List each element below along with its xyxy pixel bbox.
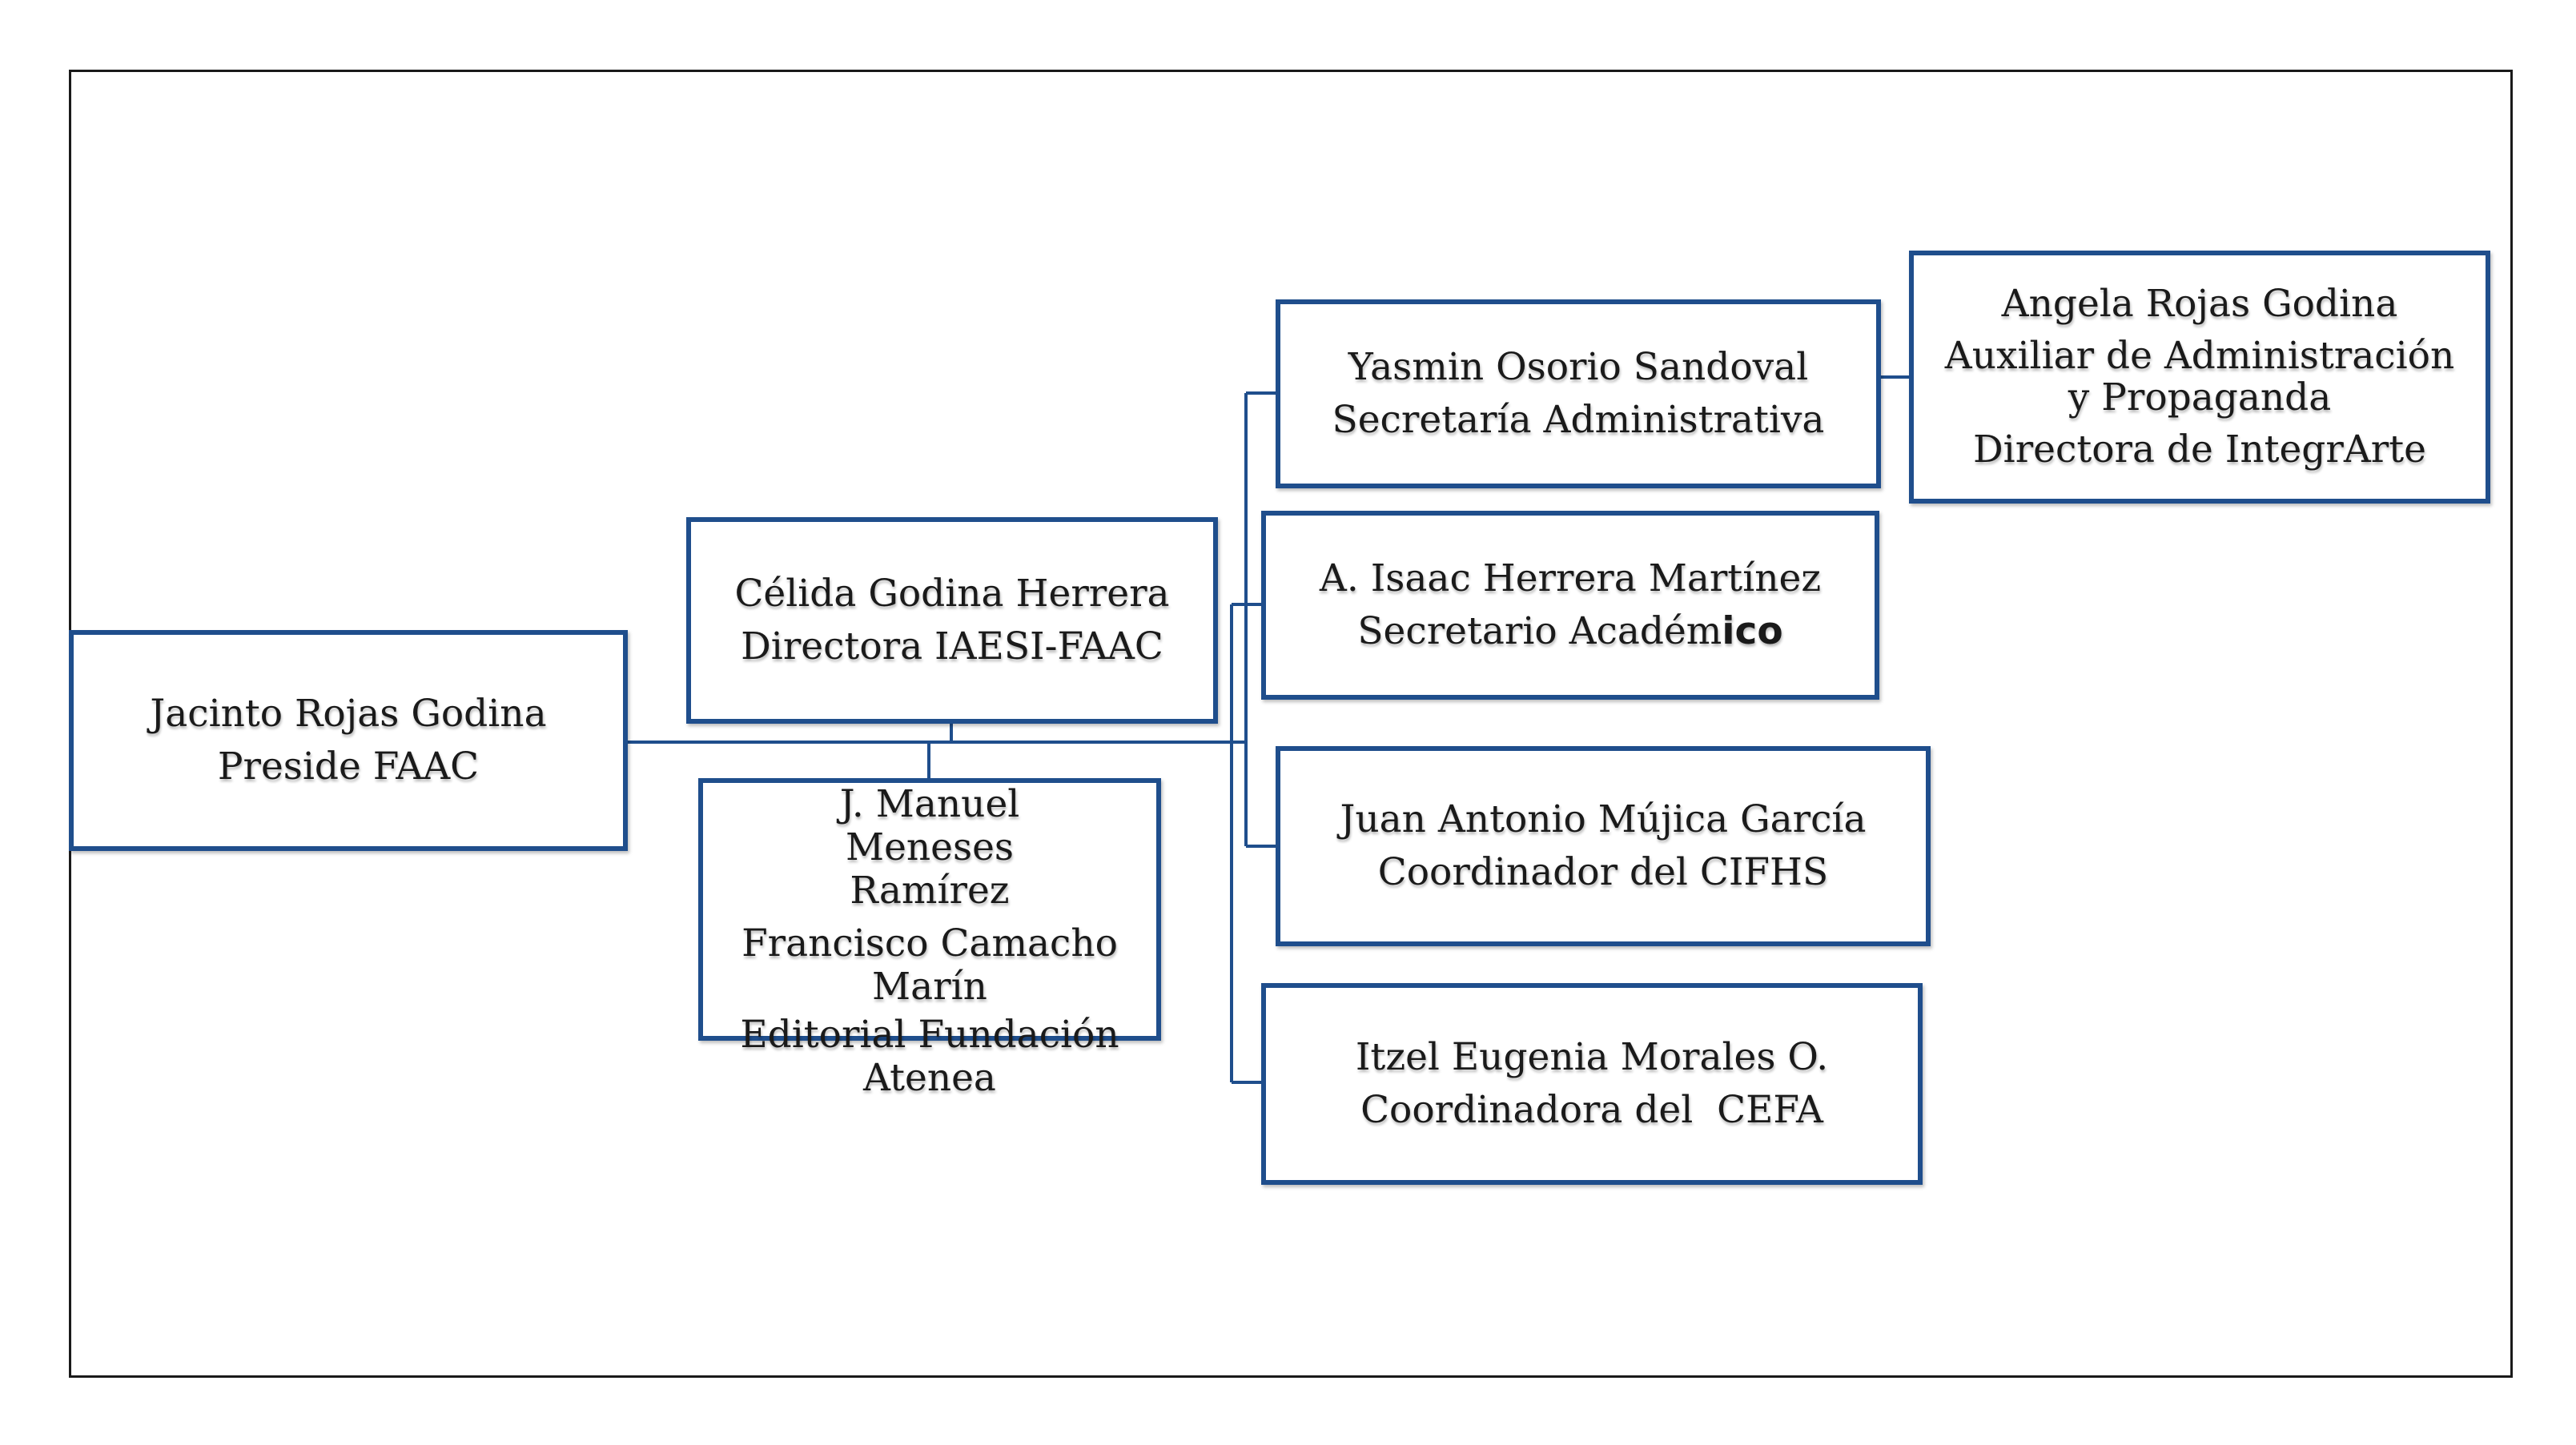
cifhs-name: Juan Antonio Mújica García: [1340, 797, 1867, 841]
president-role: Preside FAAC: [217, 745, 480, 789]
academic-secretary-role-suffix: ico: [1722, 609, 1783, 653]
node-academic-secretary: A. Isaac Herrera Martínez Secretario Aca…: [1261, 511, 1879, 700]
editorial-line1: J. Manuel Meneses Ramírez: [839, 782, 1020, 913]
cefa-name: Itzel Eugenia Morales O.: [1355, 1034, 1829, 1079]
node-admin-secretary: Yasmin Osorio Sandoval Secretaría Admini…: [1276, 299, 1881, 488]
editorial-line2: Francisco Camacho Marín: [741, 921, 1118, 1009]
president-name: Jacinto Rojas Godina: [150, 691, 547, 736]
academic-secretary-name: A. Isaac Herrera Martínez: [1319, 556, 1822, 600]
director-name: Célida Godina Herrera: [734, 571, 1170, 616]
cefa-role: Coordinadora del CEFA: [1360, 1088, 1823, 1132]
node-cefa: Itzel Eugenia Morales O. Coordinadora de…: [1261, 983, 1923, 1185]
node-editorial: J. Manuel Meneses Ramírez Francisco Cama…: [698, 778, 1161, 1100]
cifhs-role: Coordinador del CIFHS: [1377, 850, 1829, 894]
academic-secretary-role-prefix: Secretario Académ: [1357, 609, 1722, 653]
director-role: Directora IAESI-FAAC: [741, 624, 1163, 668]
editorial-line3: Editorial Fundación Atenea: [740, 1013, 1119, 1101]
node-director: Célida Godina Herrera Directora IAESI-FA…: [686, 517, 1218, 724]
node-admin-assistant: Angela Rojas Godina Auxiliar de Administ…: [1909, 251, 2490, 504]
admin-assistant-role2: Directora de IntegrArte: [1973, 427, 2426, 472]
admin-secretary-name: Yasmin Osorio Sandoval: [1348, 344, 1809, 389]
node-president: Jacinto Rojas Godina Preside FAAC: [69, 630, 628, 851]
admin-secretary-role: Secretaría Administrativa: [1332, 398, 1825, 442]
academic-secretary-role: Secretario Académico: [1351, 605, 1789, 658]
admin-assistant-name: Angela Rojas Godina: [2001, 282, 2398, 327]
node-cifhs: Juan Antonio Mújica García Coordinador d…: [1276, 746, 1931, 946]
admin-assistant-role: Auxiliar de Administración y Propaganda: [1944, 334, 2455, 419]
